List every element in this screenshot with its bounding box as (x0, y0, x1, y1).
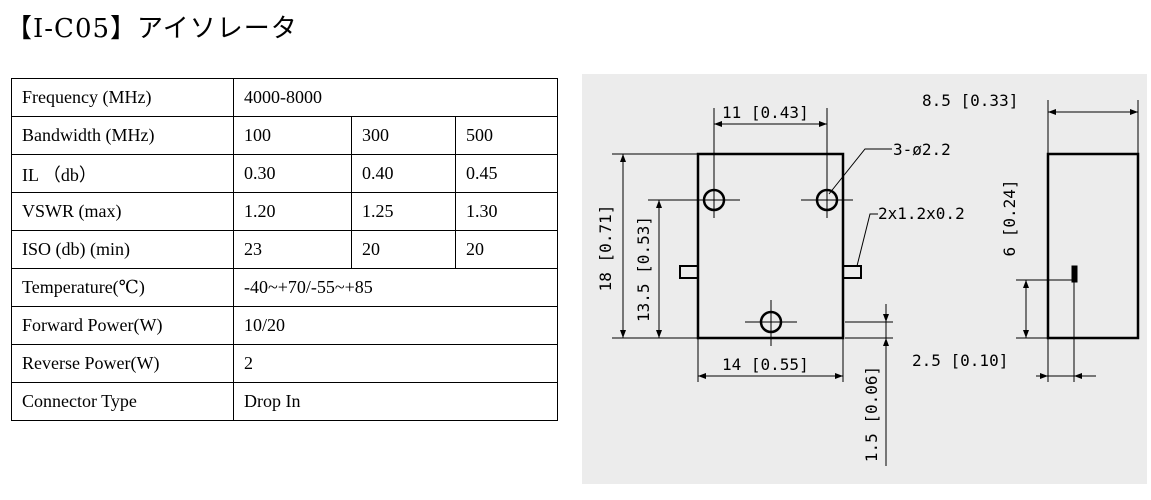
dim-label-11: 11 [0.43] (722, 103, 809, 122)
dim-label-13-5: 13.5 [0.53] (634, 216, 653, 322)
row-value: 2 (233, 344, 558, 383)
row-value: 1.25 (351, 192, 456, 231)
row-value: 300 (351, 116, 456, 155)
table-row: VSWR (max) 1.20 1.25 1.30 (11, 192, 558, 231)
page-title: 【I-C05】アイソレータ (6, 14, 298, 44)
row-value: 500 (455, 116, 558, 155)
row-label: Temperature(℃) (11, 268, 234, 307)
table-row: Temperature(℃) -40~+70/-55~+85 (11, 268, 558, 307)
row-value: 10/20 (233, 306, 558, 345)
table-row: Forward Power(W) 10/20 (11, 306, 558, 345)
row-value: 0.45 (455, 154, 558, 193)
row-label: VSWR (max) (11, 192, 234, 231)
dimension-drawing: 11 [0.43] 3-ø2.2 2x1.2x0.2 18 [0.71] 13.… (582, 74, 1147, 484)
pin (842, 265, 862, 279)
row-value: -40~+70/-55~+85 (233, 268, 558, 307)
row-value: Drop In (233, 382, 558, 421)
pin (679, 265, 699, 279)
row-value: 0.30 (233, 154, 352, 193)
row-value: 0.40 (351, 154, 456, 193)
row-value: 100 (233, 116, 352, 155)
table-row: IL （db） 0.30 0.40 0.45 (11, 154, 558, 193)
table-row: Frequency (MHz) 4000-8000 (11, 78, 558, 117)
spec-table: Frequency (MHz) 4000-8000 Bandwidth (MHz… (11, 78, 558, 421)
dim-label-6: 6 [0.24] (1000, 179, 1019, 256)
dim-label-2-5: 2.5 [0.10] (912, 351, 1008, 370)
row-value: 20 (455, 230, 558, 269)
row-label: Bandwidth (MHz) (11, 116, 234, 155)
row-label: Reverse Power(W) (11, 344, 234, 383)
table-row: Bandwidth (MHz) 100 300 500 (11, 116, 558, 155)
row-value: 23 (233, 230, 352, 269)
side-view-body (1046, 152, 1140, 340)
row-value: 20 (351, 230, 456, 269)
dim-label-1-5: 1.5 [0.06] (862, 366, 881, 462)
dim-label-holes: 3-ø2.2 (893, 140, 951, 159)
row-value: 1.20 (233, 192, 352, 231)
dim-label-18: 18 [0.71] (596, 205, 615, 292)
dim-label-8-5: 8.5 [0.33] (922, 91, 1018, 110)
row-value: 4000-8000 (233, 78, 558, 117)
row-label: ISO (db) (min) (11, 230, 234, 269)
dim-label-pin: 2x1.2x0.2 (878, 204, 965, 223)
dim-label-14: 14 [0.55] (722, 355, 809, 374)
row-label: Connector Type (11, 382, 234, 421)
table-row: ISO (db) (min) 23 20 20 (11, 230, 558, 269)
row-value: 1.30 (455, 192, 558, 231)
table-row: Connector Type Drop In (11, 382, 558, 421)
row-label: IL （db） (11, 154, 234, 193)
table-row: Reverse Power(W) 2 (11, 344, 558, 383)
row-label: Forward Power(W) (11, 306, 234, 345)
row-label: Frequency (MHz) (11, 78, 234, 117)
